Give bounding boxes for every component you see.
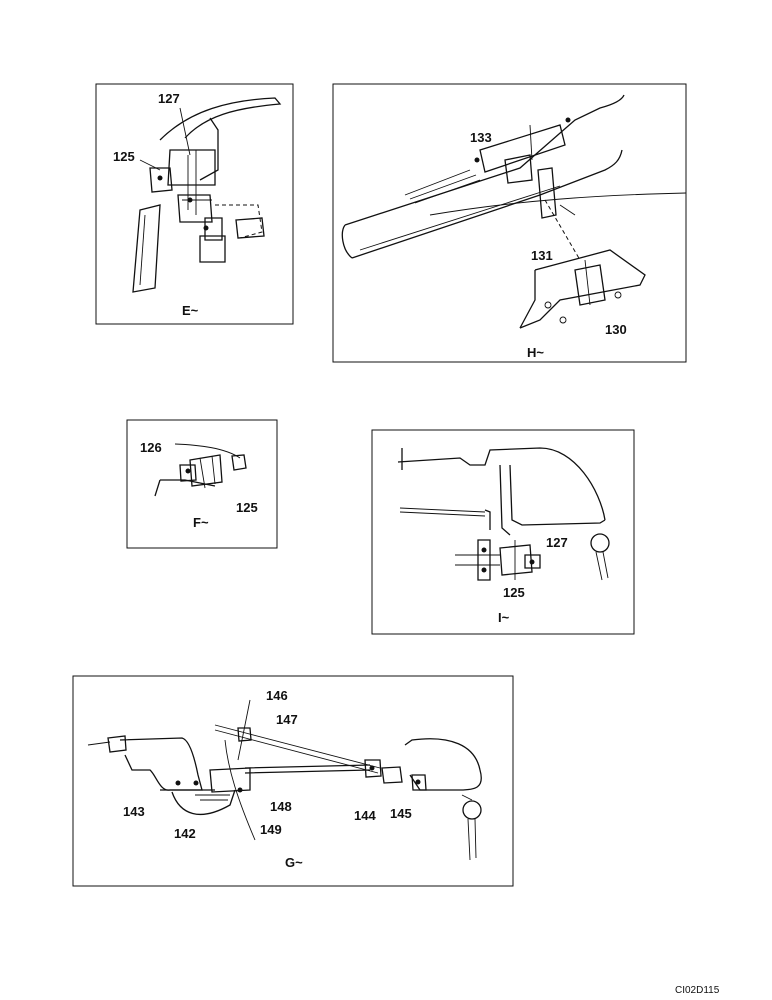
drawing-code: CI02D115 [675,985,720,996]
view-i-frame [371,429,635,635]
callout-125: 125 [503,585,525,600]
view-f-drawing [154,443,247,497]
callout-125: 125 [113,149,135,164]
view-e: 127 125 E~ [95,83,294,325]
view-g: 146 147 143 148 142 149 144 145 G~ [72,675,514,887]
view-f: 126 125 F~ [126,419,278,549]
view-h-drawing [341,94,687,329]
view-e-drawing [132,97,282,293]
view-f-caption: F~ [193,515,209,530]
callout-133: 133 [470,130,492,145]
callout-146: 146 [266,688,288,703]
view-i-drawing [397,447,610,581]
callout-144: 144 [354,808,376,823]
callout-130: 130 [605,322,627,337]
view-e-caption: E~ [182,303,199,318]
view-g-caption: G~ [285,855,303,870]
view-g-frame [72,675,514,887]
view-h: 133 131 130 H~ [332,83,687,363]
callout-149: 149 [260,822,282,837]
view-e-frame [95,83,294,325]
callout-147: 147 [276,712,298,727]
view-g-drawing [87,699,482,861]
callout-131: 131 [531,248,553,263]
callout-148: 148 [270,799,292,814]
callout-125: 125 [236,500,258,515]
callout-127: 127 [158,91,180,106]
view-h-frame [332,83,687,363]
callout-145: 145 [390,806,412,821]
callout-127: 127 [546,535,568,550]
view-i: 127 125 I~ [371,429,635,635]
view-i-caption: I~ [498,610,510,625]
view-h-caption: H~ [527,345,544,360]
callout-142: 142 [174,826,196,841]
callout-126: 126 [140,440,162,455]
callout-143: 143 [123,804,145,819]
